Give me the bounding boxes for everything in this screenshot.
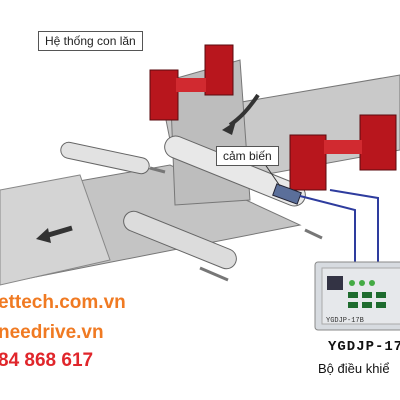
panel-model-text: YGDJP-17B: [326, 317, 364, 325]
controller-box: [314, 261, 400, 331]
roller-system-label: Hệ thống con lăn: [38, 31, 143, 51]
watermark-website-1: ettech.com.vn: [0, 292, 126, 313]
upper-roller-frame: [149, 44, 234, 121]
direction-arrow-curve-head: [222, 121, 236, 135]
signal-line-sensor: [299, 195, 356, 262]
watermark-phone: 84 868 617: [0, 350, 94, 371]
bottom-roller: [123, 210, 237, 282]
right-roller-frame: [289, 114, 397, 191]
controller-caption: Bộ điều khiể: [318, 361, 390, 376]
direction-arrow-left-head: [36, 228, 51, 243]
direction-arrow-curve: [228, 93, 260, 127]
direction-arrow-left: [44, 225, 73, 239]
film-web-exit: [0, 174, 111, 286]
sensor-label: cảm biến: [216, 146, 279, 166]
left-roller: [60, 141, 166, 175]
signal-line-actuator: [329, 189, 379, 262]
controller-model-caption: YGDJP-17: [328, 339, 400, 355]
watermark-website-2: needrive.vn: [0, 322, 104, 343]
